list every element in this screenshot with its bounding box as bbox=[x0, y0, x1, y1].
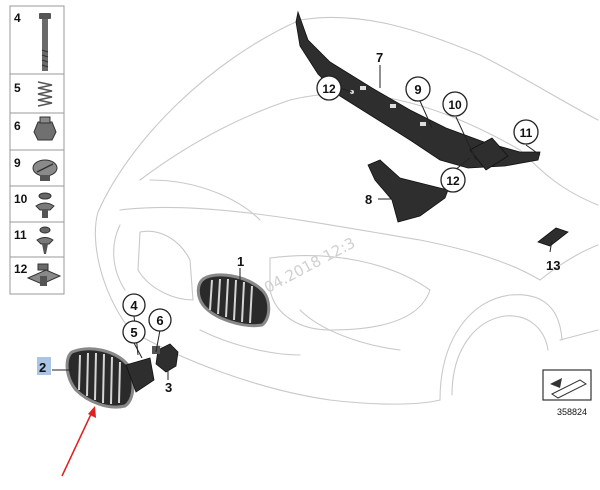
round-plug-icon bbox=[32, 159, 58, 181]
callout-12a[interactable]: 12 bbox=[322, 82, 336, 96]
callout-10-circle[interactable] bbox=[442, 91, 468, 117]
bracket-part[interactable] bbox=[537, 227, 569, 247]
diagram-number: 358824 bbox=[557, 407, 587, 417]
kidney-grille-2-part[interactable] bbox=[65, 347, 155, 409]
callout-12a-circle[interactable] bbox=[316, 75, 342, 101]
red-pointer-arrow bbox=[61, 406, 96, 477]
callout-4[interactable]: 4 bbox=[130, 298, 138, 313]
callout-11-circle[interactable] bbox=[513, 119, 539, 145]
callout-9[interactable]: 9 bbox=[414, 82, 421, 97]
hardware-panel: 4 5 6 9 10 bbox=[9, 5, 65, 295]
panel-num-9[interactable]: 9 bbox=[14, 156, 21, 170]
callout-11[interactable]: 11 bbox=[520, 126, 533, 140]
callout-12b-circle[interactable] bbox=[440, 167, 466, 193]
callout-3[interactable]: 3 bbox=[165, 380, 172, 395]
trim-piece-part[interactable] bbox=[367, 159, 449, 223]
panel-num-4[interactable]: 4 bbox=[14, 11, 21, 25]
callouts: 1 2 3 4 5 6 7 8 9 10 11 12 12 13 bbox=[39, 50, 560, 395]
callout-6-circle[interactable] bbox=[148, 308, 172, 332]
push-rivet-icon bbox=[36, 226, 54, 254]
direction-icon-box bbox=[542, 369, 592, 401]
kidney-grille-1-part[interactable] bbox=[196, 273, 271, 328]
callout-5[interactable]: 5 bbox=[130, 325, 137, 340]
callout-13[interactable]: 13 bbox=[546, 258, 560, 273]
panel-num-10[interactable]: 10 bbox=[14, 192, 28, 206]
callout-5-circle[interactable] bbox=[122, 320, 146, 344]
bolt-icon bbox=[39, 13, 51, 71]
callout-7[interactable]: 7 bbox=[376, 50, 383, 65]
arrow-icon bbox=[550, 378, 562, 388]
panel-num-6[interactable]: 6 bbox=[14, 119, 21, 133]
callout-9-circle[interactable] bbox=[405, 76, 431, 102]
panel-num-5[interactable]: 5 bbox=[14, 81, 21, 95]
clip-nut-icon bbox=[33, 116, 57, 141]
spring-icon bbox=[37, 81, 53, 107]
selected-part-highlight bbox=[37, 357, 51, 375]
callout-8[interactable]: 8 bbox=[365, 192, 372, 207]
callout-10[interactable]: 10 bbox=[448, 98, 462, 112]
panel-num-12[interactable]: 12 bbox=[14, 262, 28, 276]
callout-12b[interactable]: 12 bbox=[446, 174, 460, 188]
expanding-rivet-icon bbox=[35, 192, 55, 218]
callout-4-circle[interactable] bbox=[122, 293, 146, 317]
clamp-clip-icon bbox=[26, 263, 62, 286]
callout-2[interactable]: 2 bbox=[39, 360, 46, 375]
callout-6[interactable]: 6 bbox=[156, 313, 163, 328]
holder-part[interactable] bbox=[152, 343, 179, 373]
panel-num-11[interactable]: 11 bbox=[14, 228, 27, 242]
car-outline bbox=[94, 16, 599, 405]
callout-1[interactable]: 1 bbox=[237, 254, 244, 269]
